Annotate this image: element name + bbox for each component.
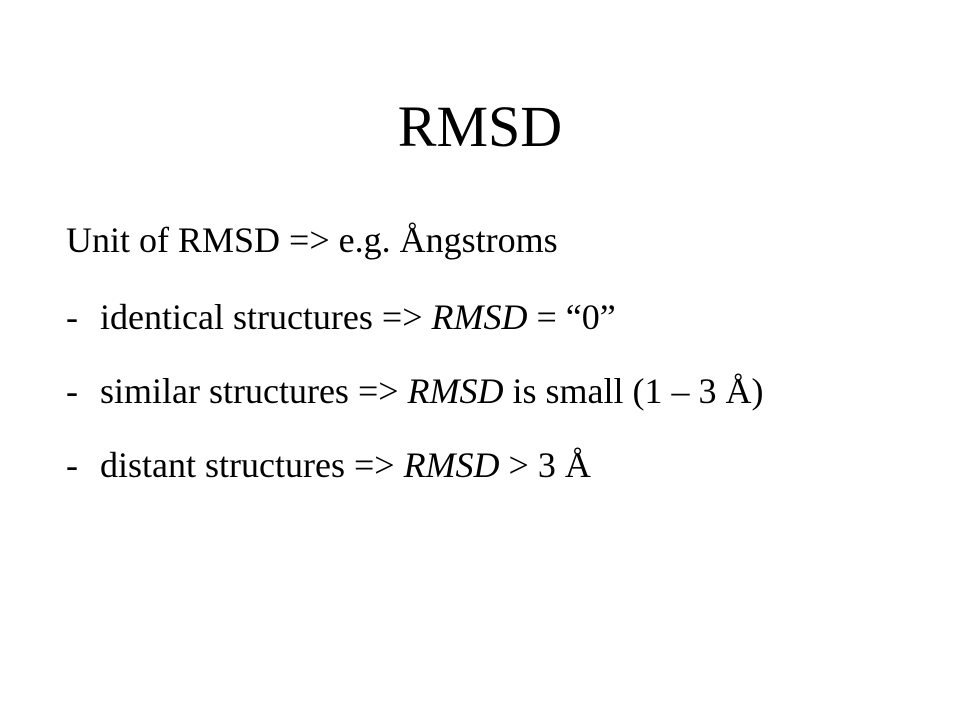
bullet-marker: - [66,371,78,411]
bullet-text: > 3 Å [499,445,591,485]
bullet-emphasis: RMSD [431,297,528,337]
bullet-marker: - [66,297,78,337]
bullet-marker: - [66,445,78,485]
bullet-text: = “0” [527,297,616,337]
bullet-emphasis: RMSD [407,371,504,411]
bullet-item: - identical structures => RMSD = “0” [66,293,764,341]
bullet-list: - identical structures => RMSD = “0” - s… [66,293,764,515]
bullet-text: distant structures => [100,445,404,485]
intro-text: Unit of RMSD => e.g. Ångstroms [66,220,558,260]
bullet-item: - distant structures => RMSD > 3 Å [66,441,764,489]
bullet-emphasis: RMSD [403,445,500,485]
bullet-item: - similar structures => RMSD is small (1… [66,367,764,415]
bullet-text: identical structures => [100,297,432,337]
bullet-text: similar structures => [100,371,408,411]
bullet-text: is small (1 – 3 Å) [503,371,764,411]
slide-title: RMSD [397,94,563,159]
